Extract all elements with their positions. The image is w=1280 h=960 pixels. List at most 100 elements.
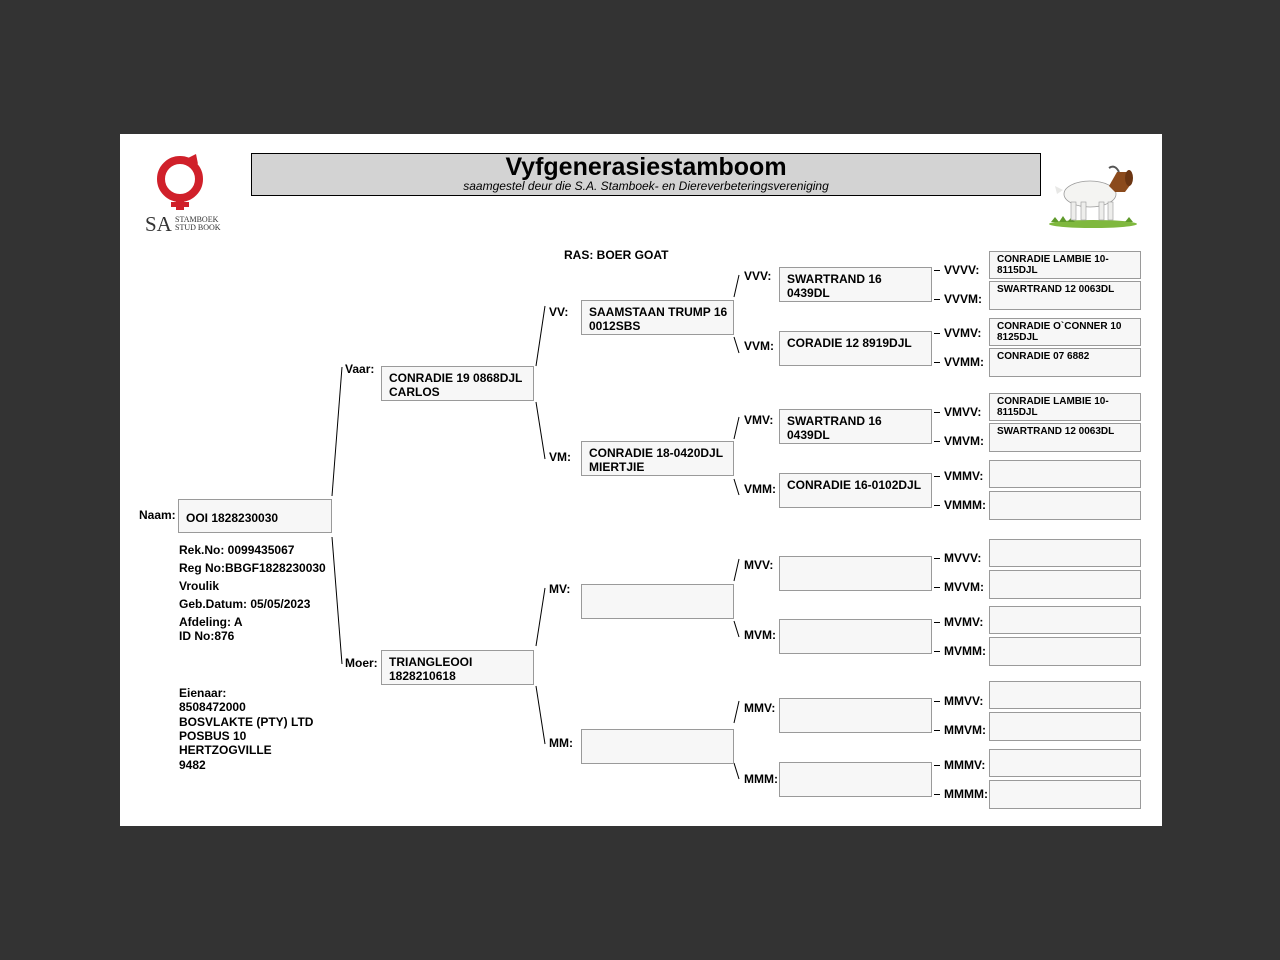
moer-box: TRIANGLEOOI 1828210618 (381, 650, 534, 685)
mmvm-label: MMVM: (944, 723, 986, 737)
owner-address1: POSBUS 10 (179, 729, 247, 743)
vaar-box: CONRADIE 19 0868DJL CARLOS (381, 366, 534, 401)
subject-animal-name: OOI 1828230030 (186, 511, 279, 525)
owner-number: 8508472000 (179, 700, 246, 714)
vv-box: SAAMSTAAN TRUMP 16 0012SBS (581, 300, 734, 335)
mm-label: MM: (549, 736, 573, 750)
vvm-label: VVM: (744, 339, 774, 353)
vmv-label: VMV: (744, 413, 774, 427)
mmmv-label: MMMV: (944, 758, 986, 772)
vmvv-box: CONRADIE LAMBIE 10-8115DJL (989, 393, 1141, 421)
vv-name: SAAMSTAAN TRUMP 16 0012SBS (589, 305, 728, 333)
vmmv-label: VMMV: (944, 469, 984, 483)
vvvm-box: SWARTRAND 12 0063DL (989, 281, 1141, 310)
mv-label: MV: (549, 582, 571, 596)
mvvv-box (989, 539, 1141, 567)
page-title: Vyfgenerasiestamboom (505, 153, 787, 181)
vvmv-label: VVMV: (944, 326, 982, 340)
owner-label: Eienaar: (179, 686, 227, 700)
vmm-label: VMM: (744, 482, 776, 496)
name-label: Naam: (139, 508, 176, 522)
mmv-box (779, 698, 932, 733)
mvm-box (779, 619, 932, 654)
vmmv-box (989, 460, 1141, 488)
mvmm-label: MVMM: (944, 644, 986, 658)
vmmm-box (989, 491, 1141, 520)
logo-stamboek-text: STAMBOEK (175, 215, 219, 224)
vvm-box: CORADIE 12 8919DJL (779, 331, 932, 366)
sex: Vroulik (179, 579, 220, 593)
subject-animal-box: OOI 1828230030 (178, 499, 332, 533)
vaar-name: CONRADIE 19 0868DJL CARLOS (389, 371, 523, 399)
mvv-label: MVV: (744, 558, 774, 572)
vm-name: CONRADIE 18-0420DJL MIERTJIE (589, 446, 723, 474)
vmm-name: CONRADIE 16-0102DJL (787, 478, 922, 492)
vvm-name: CORADIE 12 8919DJL (787, 336, 912, 350)
pedigree-connector-lines (331, 274, 740, 780)
mvm-label: MVM: (744, 628, 776, 642)
mvv-box (779, 556, 932, 591)
stud-book-emblem-icon (157, 154, 203, 210)
department: Afdeling: A (179, 615, 243, 629)
vmv-name: SWARTRAND 16 0439DL (787, 414, 882, 442)
moer-label: Moer: (345, 656, 378, 670)
stud-book-logo (157, 154, 203, 210)
vmvm-label: VMVM: (944, 434, 984, 448)
vv-label: VV: (549, 305, 569, 319)
vvvv-label: VVVV: (944, 263, 980, 277)
mmvm-box (989, 712, 1141, 741)
vvmm-box: CONRADIE 07 6882 (989, 348, 1141, 377)
mmm-label: MMM: (744, 772, 778, 786)
mmvv-label: MMVV: (944, 694, 984, 708)
mvmm-box (989, 637, 1141, 666)
breed-label: RAS: BOER GOAT (564, 248, 669, 262)
vmv-box: SWARTRAND 16 0439DL (779, 409, 932, 444)
vmm-box: CONRADIE 16-0102DJL (779, 473, 932, 508)
mm-box (581, 729, 734, 764)
mv-box (581, 584, 734, 619)
title-banner: Vyfgenerasiestamboom saamgestel deur die… (251, 153, 1041, 196)
vvmm-label: VVMM: (944, 355, 984, 369)
page-subtitle: saamgestel deur die S.A. Stamboek- en Di… (463, 179, 829, 193)
moer-name: TRIANGLEOOI 1828210618 (389, 655, 473, 683)
vvv-name: SWARTRAND 16 0439DL (787, 272, 882, 300)
mmmm-box (989, 780, 1141, 809)
vaar-label: Vaar: (345, 362, 375, 376)
vvv-label: VVV: (744, 269, 772, 283)
vvvv-box: CONRADIE LAMBIE 10-8115DJL (989, 251, 1141, 279)
rek-no: Rek.No: 0099435067 (179, 543, 295, 557)
logo-sa-text: SA (145, 212, 172, 236)
mvmv-box (989, 606, 1141, 634)
id-no: ID No:876 (179, 629, 235, 643)
vvvv-name: CONRADIE LAMBIE 10-8115DJL (997, 254, 1109, 276)
vm-box: CONRADIE 18-0420DJL MIERTJIE (581, 441, 734, 476)
vmmm-label: VMMM: (944, 498, 986, 512)
owner-code: 9482 (179, 758, 206, 772)
mmvv-box (989, 681, 1141, 709)
reg-no: Reg No:BBGF1828230030 (179, 561, 326, 575)
vmvv-label: VMVV: (944, 405, 982, 419)
mvvm-box (989, 570, 1141, 599)
logo-studbook-text: STUD BOOK (175, 223, 221, 232)
mvvv-label: MVVV: (944, 551, 982, 565)
vmvv-name: CONRADIE LAMBIE 10-8115DJL (997, 396, 1109, 418)
mmmm-label: MMMM: (944, 787, 988, 801)
vvmm-name: CONRADIE 07 6882 (997, 351, 1090, 362)
vvmv-name: CONRADIE O`CONNER 10 8125DJL (997, 321, 1122, 343)
vvvm-label: VVVM: (944, 292, 983, 306)
vmvm-box: SWARTRAND 12 0063DL (989, 423, 1141, 452)
mvmv-label: MVMV: (944, 615, 984, 629)
birth-date: Geb.Datum: 05/05/2023 (179, 597, 311, 611)
vmvm-name: SWARTRAND 12 0063DL (997, 426, 1115, 437)
mmmv-box (989, 749, 1141, 777)
vm-label: VM: (549, 450, 571, 464)
owner-name: BOSVLAKTE (PTY) LTD (179, 715, 314, 729)
pedigree-document: SA STAMBOEK STUD BOOK Vyfgenerasiestambo… (120, 134, 1162, 826)
mvvm-label: MVVM: (944, 580, 984, 594)
owner-address2: HERTZOGVILLE (179, 743, 272, 757)
mmm-box (779, 762, 932, 797)
mmv-label: MMV: (744, 701, 776, 715)
vvmv-box: CONRADIE O`CONNER 10 8125DJL (989, 318, 1141, 346)
boer-goat-icon (1049, 165, 1137, 228)
vvvm-name: SWARTRAND 12 0063DL (997, 284, 1115, 295)
